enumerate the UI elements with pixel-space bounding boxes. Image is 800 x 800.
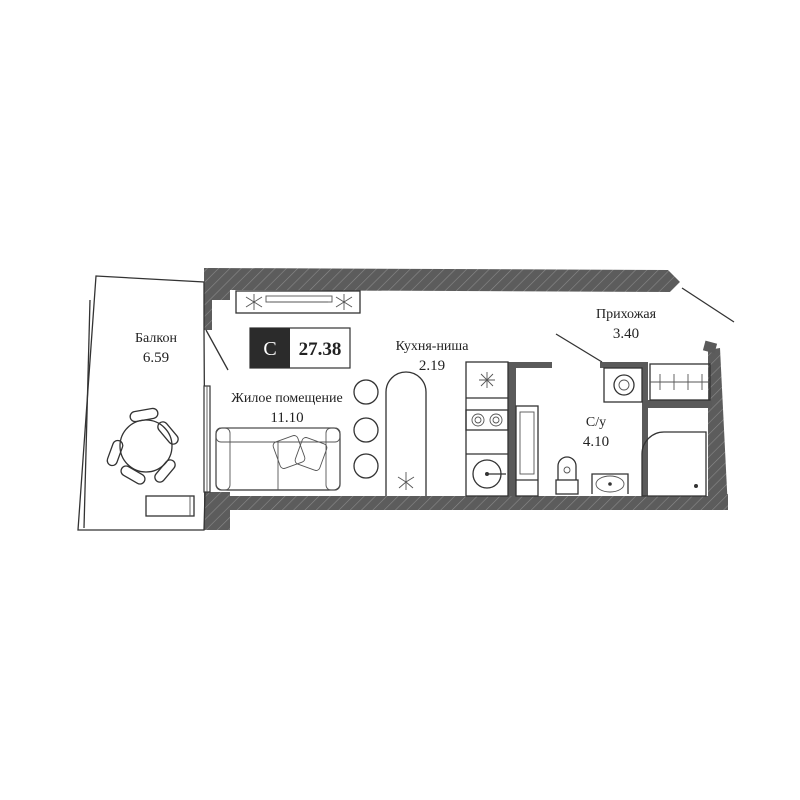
balcony-chair xyxy=(157,421,179,445)
plant-icon xyxy=(335,294,353,310)
bathroom: С/у 4.10 xyxy=(515,405,707,497)
snowflake-icon xyxy=(479,372,495,388)
entrance-door xyxy=(681,287,735,323)
room-area-hallway: 3.40 xyxy=(613,326,639,342)
hall-closet-wall xyxy=(648,400,712,408)
hall-closet-side xyxy=(600,362,648,368)
room-area-balcony: 6.59 xyxy=(143,350,169,366)
kitchen-sink xyxy=(472,459,506,489)
walls xyxy=(204,268,728,530)
apartment-area-badge: С 27.38 xyxy=(249,327,351,369)
room-name-hallway: Прихожая xyxy=(596,307,657,322)
bathroom-door xyxy=(555,333,603,363)
balcony-chair xyxy=(106,439,124,467)
washing-machine xyxy=(603,367,643,403)
partition-top xyxy=(508,362,552,368)
bar-stool xyxy=(353,417,379,443)
room-area-kitchen: 2.19 xyxy=(419,358,445,374)
cooktop xyxy=(465,409,509,431)
toilet xyxy=(555,456,579,495)
shower-tray xyxy=(641,431,707,497)
left-wall-top xyxy=(204,268,212,330)
right-wall xyxy=(708,348,728,510)
balcony-outline xyxy=(77,275,206,531)
apartment-total-area: 27.38 xyxy=(299,339,342,360)
room-area-living: 11.10 xyxy=(270,410,303,426)
balcony-door xyxy=(205,329,229,371)
top-wall xyxy=(212,268,680,300)
room-name-bathroom: С/у xyxy=(586,415,606,430)
bar-counter xyxy=(385,371,427,496)
kitchen-bath-partition xyxy=(508,362,516,496)
balcony: Балкон 6.59 xyxy=(77,275,229,531)
tv-console xyxy=(235,290,361,314)
hallway: Прихожая 3.40 xyxy=(555,287,735,403)
plant-icon xyxy=(245,294,263,310)
bar-stool xyxy=(353,453,379,479)
room-name-living: Жилое помещение xyxy=(231,391,342,406)
washbasin xyxy=(591,473,629,494)
balcony-chair xyxy=(154,459,176,483)
apartment-type-badge xyxy=(250,328,290,368)
tv xyxy=(265,295,333,303)
wardrobe xyxy=(649,363,711,401)
balcony-chair xyxy=(120,465,146,485)
plant-icon xyxy=(397,472,415,490)
bottom-wall xyxy=(212,494,728,510)
balcony-chair xyxy=(129,407,159,423)
kitchen: Кухня-ниша 2.19 xyxy=(396,339,509,497)
bath-cabinet xyxy=(515,405,539,497)
sofa xyxy=(215,427,341,491)
apartment-type: С xyxy=(263,338,276,360)
bath-hall-partition xyxy=(642,362,648,496)
balcony-bench xyxy=(145,495,195,517)
room-name-balcony: Балкон xyxy=(135,331,177,346)
room-area-bathroom: 4.10 xyxy=(583,434,609,450)
room-name-kitchen: Кухня-ниша xyxy=(396,339,470,354)
living-room: С 27.38 Жилое помещение 11.10 xyxy=(215,290,427,496)
bar-stool xyxy=(353,379,379,405)
